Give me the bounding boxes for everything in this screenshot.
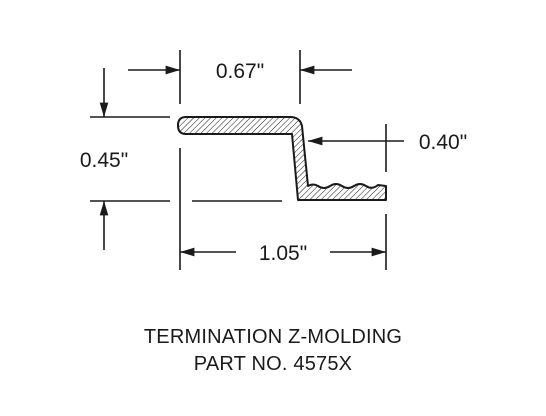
caption-part-number: PART NO. 4575X <box>193 353 353 375</box>
extension-lines <box>90 50 387 270</box>
dimension-lines <box>99 65 404 257</box>
dim-top-width: 0.67" <box>216 60 264 83</box>
dim-overall-width: 1.05" <box>259 242 307 265</box>
dim-height: 0.45" <box>80 149 128 172</box>
caption-title: TERMINATION Z-MOLDING <box>143 326 403 348</box>
dim-bottom-width: 0.40" <box>419 131 467 154</box>
z-molding-profile <box>177 116 387 201</box>
